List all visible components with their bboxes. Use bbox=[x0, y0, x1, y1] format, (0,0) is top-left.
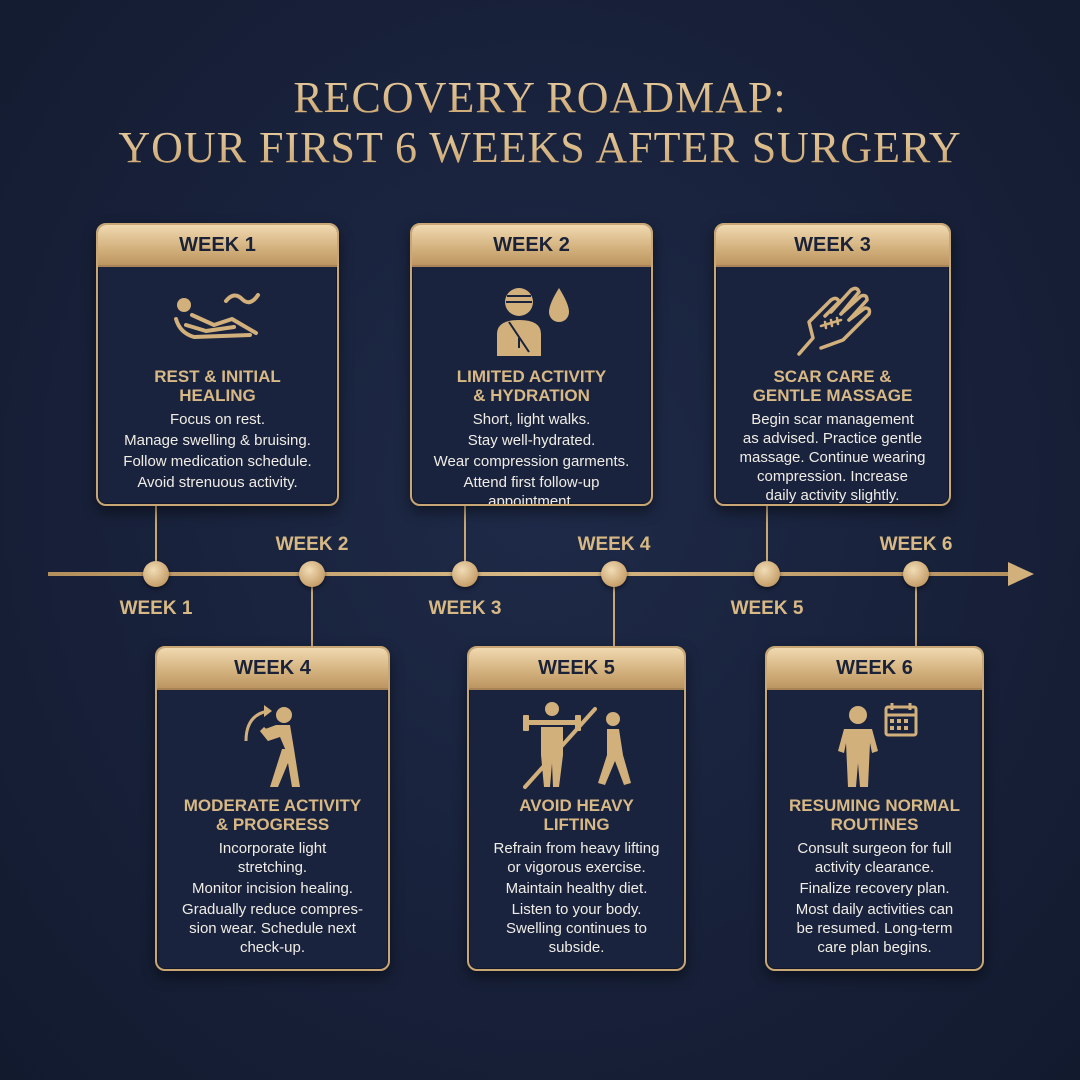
no-lifting-walking-icon bbox=[522, 702, 631, 789]
card-text-line: daily activity slightly. bbox=[765, 487, 900, 504]
card-week-label: WEEK 1 bbox=[98, 225, 337, 267]
card-week-3: WEEK 3 SCAR CARE & GENTLE MASSAGE Begin … bbox=[714, 223, 951, 506]
card-text-line: sion wear. Schedule next bbox=[189, 920, 356, 937]
card-week-2: WEEK 2 LIMITED ACTIVITY & HYDRATION Shor… bbox=[410, 223, 653, 506]
card-text-line: Focus on rest. bbox=[169, 411, 266, 428]
card-title-line: LIFTING bbox=[543, 815, 610, 834]
card-week-4: WEEK 4 MODERATE ACTIVITY & PROGRESS Inco… bbox=[155, 646, 390, 971]
card-text-line: activity clearance. bbox=[814, 859, 935, 876]
reclining-person-icon bbox=[173, 293, 260, 339]
card-text-line: Gradually reduce compres- bbox=[182, 901, 363, 918]
connector-week-4 bbox=[311, 585, 313, 647]
timeline-label-week-3: WEEK 3 bbox=[428, 598, 502, 619]
timeline-label-week-5: WEEK 5 bbox=[730, 598, 804, 619]
card-title-line: LIMITED ACTIVITY bbox=[456, 367, 607, 386]
card-title-line: RESUMING NORMAL bbox=[789, 796, 960, 815]
card-text-line: Refrain from heavy lifting bbox=[493, 840, 660, 857]
card-text-line: stretching. bbox=[237, 859, 308, 876]
card-text-line: Listen to your body. bbox=[511, 901, 642, 918]
card-text-line: Wear compression garments. bbox=[433, 453, 630, 470]
timeline-node-week-3 bbox=[452, 561, 478, 587]
card-text-line: Maintain healthy diet. bbox=[505, 880, 648, 897]
card-title-line: SCAR CARE & bbox=[773, 367, 892, 386]
card-title-line: ROUTINES bbox=[830, 815, 919, 834]
connector-week-2 bbox=[464, 505, 466, 565]
card-text-line: subside. bbox=[548, 939, 605, 956]
card-text-line: Stay well-hydrated. bbox=[467, 432, 596, 449]
card-title-line: & HYDRATION bbox=[473, 386, 590, 405]
card-text-line: Short, light walks. bbox=[472, 411, 591, 428]
timeline-node-week-1 bbox=[143, 561, 169, 587]
card-text-line: Most daily activities can bbox=[795, 901, 954, 918]
connector-week-1 bbox=[155, 505, 157, 565]
bandaged-person-water-drop-icon bbox=[496, 288, 569, 356]
card-text-line: Follow medication schedule. bbox=[123, 453, 312, 470]
card-title-line: MODERATE ACTIVITY bbox=[183, 796, 362, 815]
page-title-line-1: RECOVERY ROADMAP: bbox=[0, 72, 1080, 123]
connector-week-6 bbox=[915, 585, 917, 647]
timeline-axis bbox=[48, 572, 1014, 576]
connector-week-5 bbox=[613, 585, 615, 647]
timeline-label-week-4: WEEK 4 bbox=[577, 534, 651, 555]
card-title-line: & PROGRESS bbox=[215, 815, 330, 834]
person-calendar-icon bbox=[837, 703, 917, 787]
card-week-label: WEEK 5 bbox=[469, 648, 684, 690]
card-week-5: WEEK 5 AVOID HEAVY LIFTING Refrain from … bbox=[467, 646, 686, 971]
card-text-line: compression. Increase bbox=[757, 468, 908, 485]
card-text-line: Monitor incision healing. bbox=[192, 880, 353, 897]
card-text-line: Finalize recovery plan. bbox=[799, 880, 950, 897]
card-week-label: WEEK 6 bbox=[767, 648, 982, 690]
card-title-line: HEALING bbox=[179, 386, 256, 405]
hand-scar-icon bbox=[796, 286, 871, 356]
card-text-line: care plan begins. bbox=[817, 939, 932, 956]
card-week-label: WEEK 4 bbox=[157, 648, 388, 690]
card-text-line: Manage swelling & bruising. bbox=[124, 432, 311, 449]
card-text-line: appointment. bbox=[488, 493, 575, 506]
timeline-node-week-4 bbox=[601, 561, 627, 587]
card-title-line: AVOID HEAVY bbox=[519, 796, 634, 815]
timeline-label-week-2: WEEK 2 bbox=[275, 534, 349, 555]
card-text-line: Attend first follow-up bbox=[463, 474, 600, 491]
stretching-person-icon bbox=[244, 705, 300, 787]
card-text-line: check-up. bbox=[239, 939, 306, 956]
card-text-line: massage. Continue wearing bbox=[739, 449, 926, 466]
card-week-6: WEEK 6 RESUMING NORMAL ROUTINES Consult … bbox=[765, 646, 984, 971]
card-text-line: Swelling continues to bbox=[506, 920, 647, 937]
card-title-line: REST & INITIAL bbox=[154, 367, 281, 386]
timeline-arrow-icon bbox=[1008, 562, 1034, 586]
timeline-node-week-2 bbox=[299, 561, 325, 587]
timeline-label-week-1: WEEK 1 bbox=[119, 598, 193, 619]
card-week-label: WEEK 2 bbox=[412, 225, 651, 267]
card-text-line: as advised. Practice gentle bbox=[742, 430, 923, 447]
page-title-line-2: YOUR FIRST 6 WEEKS AFTER SURGERY bbox=[0, 122, 1080, 173]
card-title-line: GENTLE MASSAGE bbox=[752, 386, 913, 405]
card-week-label: WEEK 3 bbox=[716, 225, 949, 267]
card-text-line: Consult surgeon for full bbox=[797, 840, 952, 857]
timeline-node-week-6 bbox=[903, 561, 929, 587]
card-text-line: Incorporate light bbox=[218, 840, 327, 857]
timeline-node-week-5 bbox=[754, 561, 780, 587]
card-text-line: or vigorous exercise. bbox=[507, 859, 646, 876]
card-week-1: WEEK 1 REST & INITIAL HEALING Focus on r… bbox=[96, 223, 339, 506]
card-text-line: Avoid strenuous activity. bbox=[137, 474, 298, 491]
timeline-label-week-6: WEEK 6 bbox=[879, 534, 953, 555]
card-text-line: be resumed. Long-term bbox=[796, 920, 953, 937]
connector-week-3 bbox=[766, 505, 768, 565]
card-text-line: Begin scar management bbox=[751, 411, 914, 428]
